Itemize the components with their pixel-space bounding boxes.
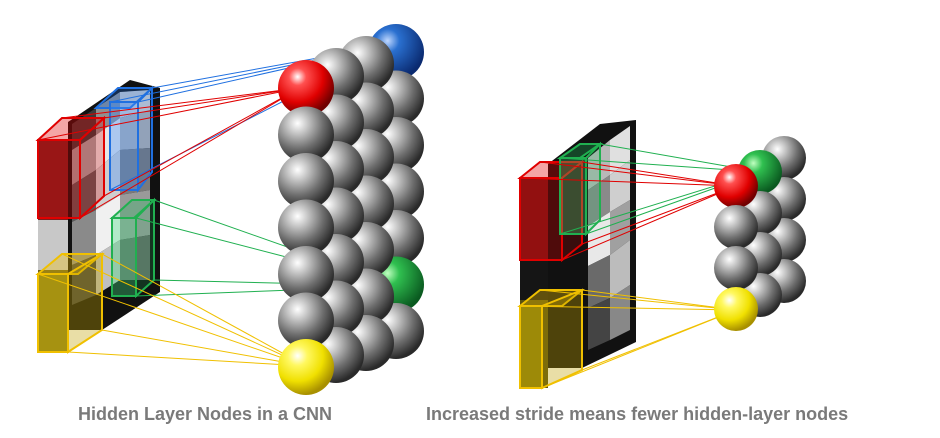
connection-lines-yellow (37, 253, 307, 367)
receptive-field-green-left (109, 197, 157, 299)
receptive-field-red-left (35, 115, 107, 221)
connections-right (519, 143, 761, 389)
hidden-node-yellow (714, 287, 758, 331)
receptive-field-green-right (556, 141, 604, 237)
receptive-field-yellow-right (517, 288, 585, 390)
hidden-node (278, 199, 334, 256)
caption-left: Hidden Layer Nodes in a CNN (78, 404, 333, 424)
caption-right: Increased stride means fewer hidden-laye… (426, 404, 849, 424)
connection-lines-yellow (519, 289, 737, 389)
hidden-node (278, 106, 334, 163)
hidden-node (278, 292, 334, 349)
connection-lines-red (37, 87, 301, 219)
hidden-node (278, 153, 334, 209)
hidden-node (278, 246, 334, 302)
receptive-field-yellow-left (35, 252, 105, 354)
hidden-node-yellow (278, 339, 334, 395)
hidden-layer-nodes-left (278, 24, 424, 395)
connection-lines-red (519, 161, 737, 261)
hidden-node-red (714, 164, 758, 208)
receptive-field-red-right (517, 159, 585, 263)
hidden-node (714, 205, 758, 249)
hidden-node-red (278, 60, 334, 116)
hidden-node (714, 246, 758, 290)
hidden-layer-nodes-right (714, 136, 806, 331)
